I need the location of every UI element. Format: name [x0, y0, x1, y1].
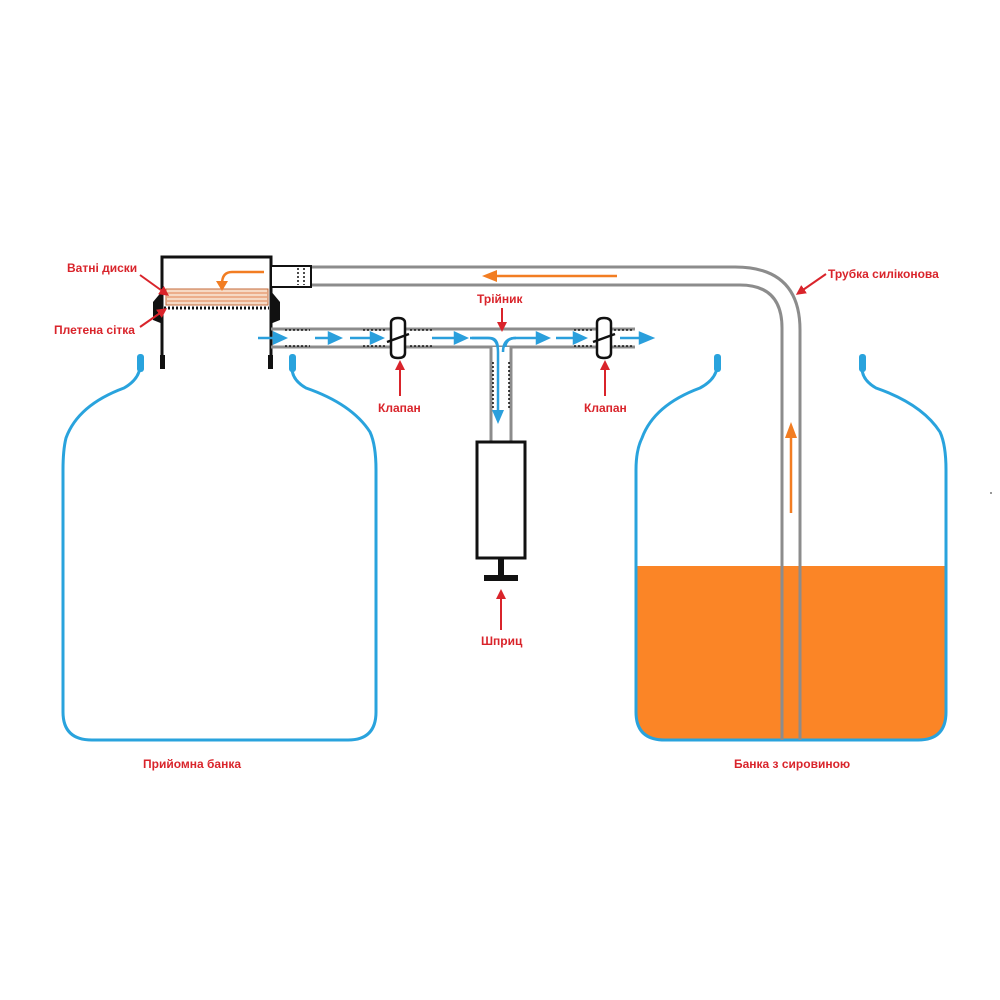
label-silicone-tube: Трубка силіконова [828, 267, 939, 281]
raw-material-liquid [636, 566, 946, 740]
pointer-woven-mesh [139, 308, 168, 328]
silicone-tube [270, 265, 802, 740]
receiving-jar [61, 354, 378, 742]
receiving-jar-nozzle-right [268, 355, 273, 369]
filter-clamp-left [153, 290, 163, 324]
label-woven-mesh: Плетена сітка [54, 323, 135, 337]
label-syringe: Шприц [481, 634, 523, 648]
filter-clamp-right [270, 290, 280, 324]
syringe [475, 440, 527, 581]
receiving-jar-neck-right [289, 354, 296, 372]
label-tee: Трійник [477, 292, 523, 306]
valve-right [592, 316, 616, 360]
label-raw-material-jar: Банка з сировиною [734, 757, 851, 771]
receiving-jar-outline [61, 367, 378, 742]
raw-material-jar-neck-left [714, 354, 721, 372]
label-valve-right: Клапан [584, 401, 627, 415]
filter-housing [153, 255, 280, 369]
raw-material-jar-neck-right [859, 354, 866, 372]
label-receiving-jar: Прийомна банка [143, 757, 242, 771]
tube-fitting-top [270, 265, 312, 288]
valve-left [386, 316, 410, 360]
tee [472, 336, 517, 442]
raw-material-jar [634, 354, 948, 742]
label-cotton-discs: Ватні диски [67, 261, 138, 275]
label-valve-left: Клапан [378, 401, 421, 415]
pointer-cotton-discs [139, 274, 170, 296]
receiving-jar-nozzle-left [160, 355, 165, 369]
filter-flow-arrow [220, 270, 264, 285]
suction-pipe [258, 316, 656, 426]
pointer-silicone-tube [795, 273, 827, 295]
receiving-jar-neck-left [137, 354, 144, 372]
raw-material-jar-outline [634, 367, 948, 742]
pointer-arrows [139, 273, 827, 630]
